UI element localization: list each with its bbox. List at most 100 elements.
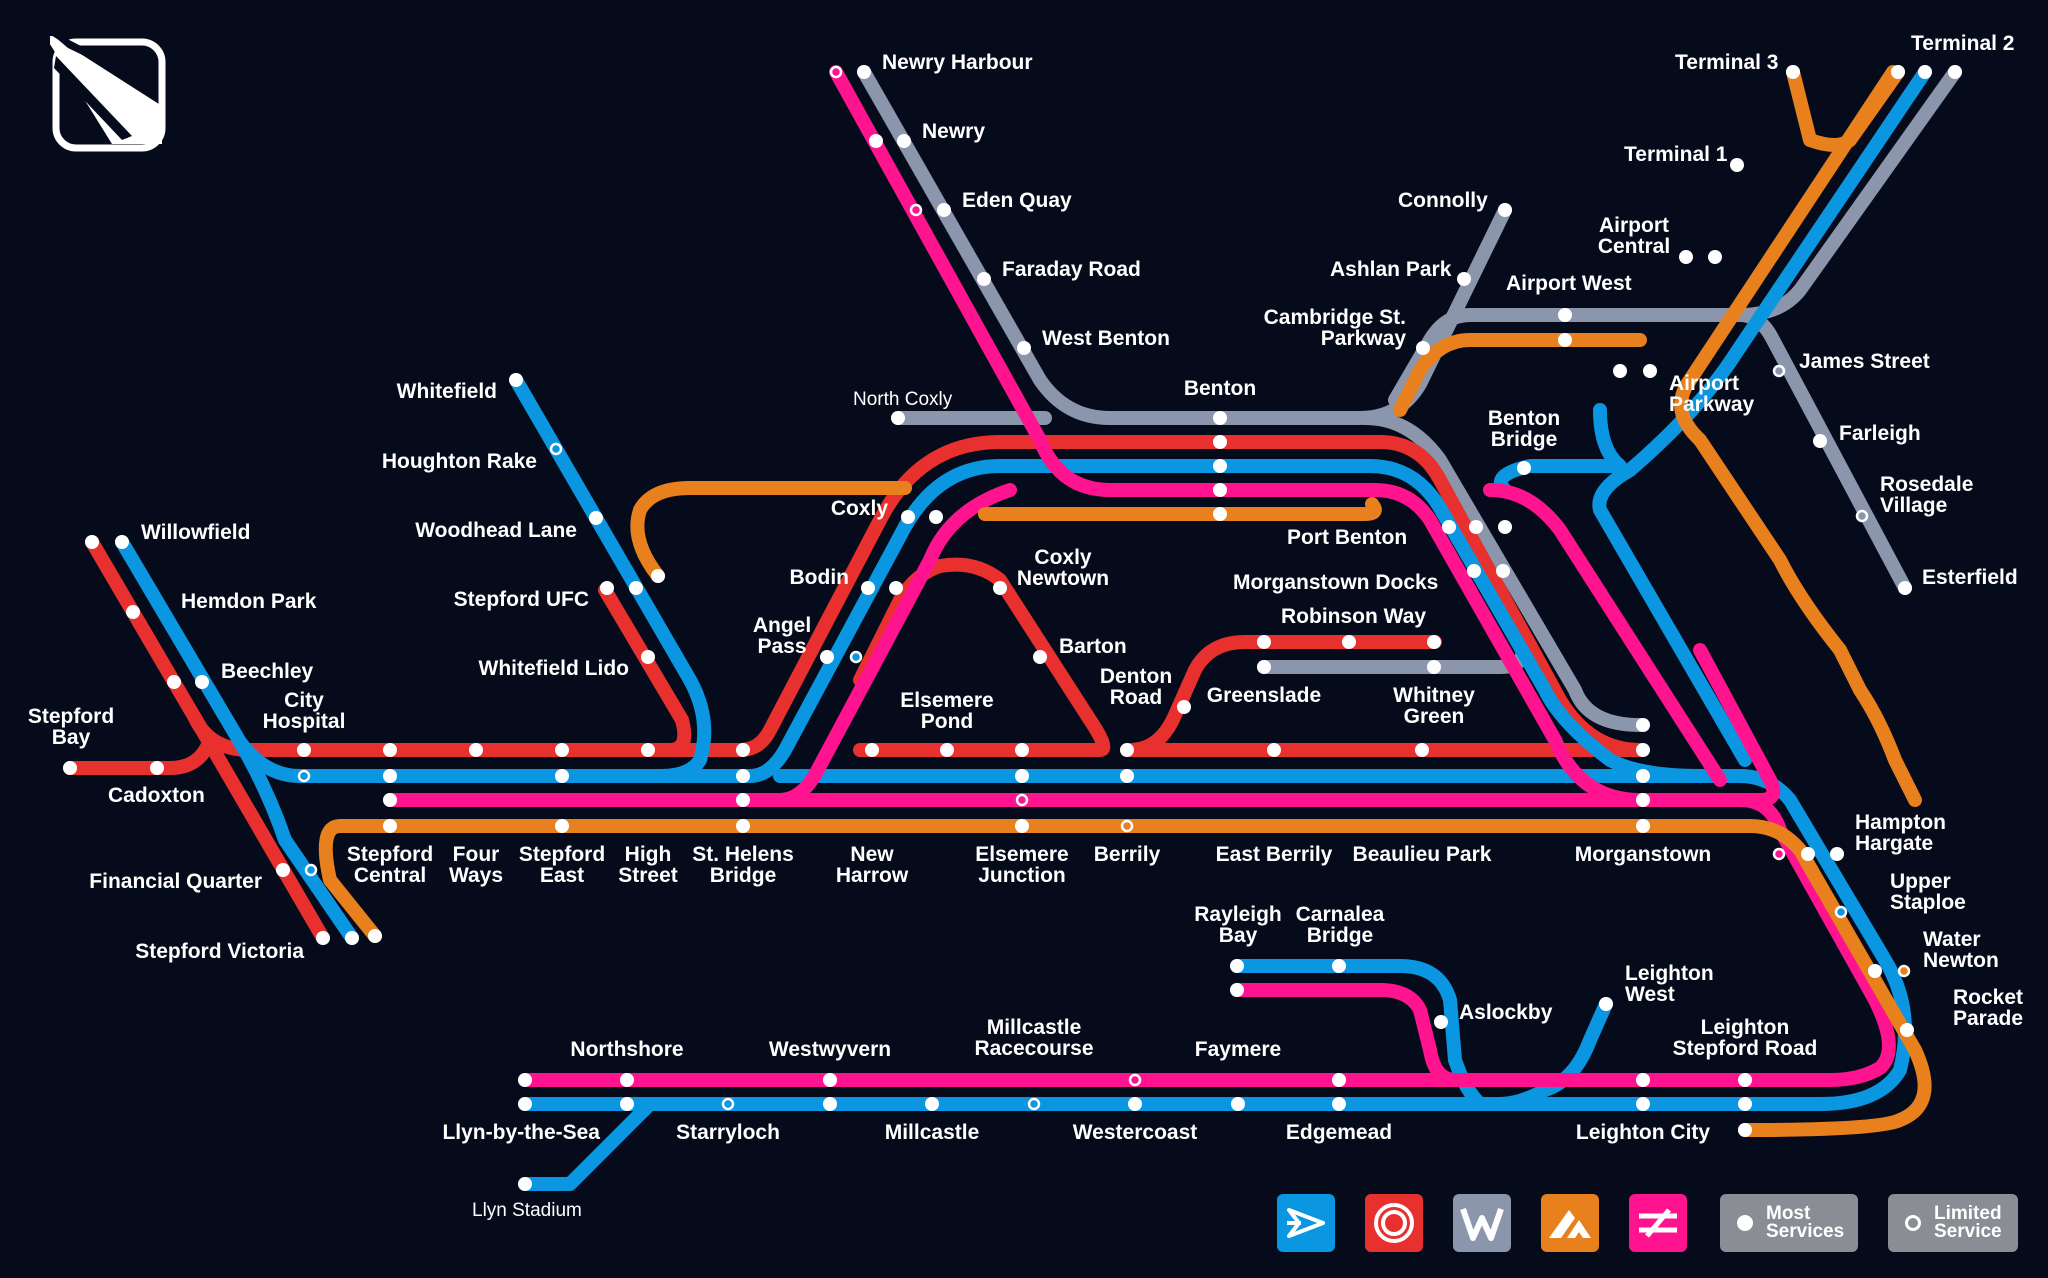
station-label-whitney-green[interactable]: Whitney Green: [1393, 684, 1475, 728]
station-label-newry-harbour[interactable]: Newry Harbour: [882, 51, 1033, 74]
station-label-hemdon-park[interactable]: Hemdon Park: [181, 590, 317, 613]
barton-dot[interactable]: [1033, 650, 1047, 664]
station-label-water-newton[interactable]: Water Newton: [1923, 928, 1999, 972]
llyn-by-the-sea-dot[interactable]: [518, 1097, 532, 1111]
stepford-central-dot-2[interactable]: [383, 769, 397, 783]
station-label-elsemere-junction[interactable]: Elsemere Junction: [975, 843, 1069, 887]
terminal-2c-dot[interactable]: [1891, 65, 1905, 79]
coxly-newtown-dot[interactable]: [993, 581, 1007, 595]
terminal-2b-dot[interactable]: [1948, 65, 1962, 79]
airport-west-orange-dot[interactable]: [1558, 333, 1572, 347]
st-helens-bridge-dot-3[interactable]: [736, 793, 750, 807]
morganstown-docks-dot-1[interactable]: [1467, 564, 1481, 578]
connolly-dot[interactable]: [1498, 203, 1512, 217]
woodhead-lane-dot[interactable]: [589, 511, 603, 525]
station-label-faraday-road[interactable]: Faraday Road: [1002, 258, 1141, 281]
station-label-millcastle[interactable]: Millcastle: [884, 1121, 980, 1144]
station-label-woodhead-lane[interactable]: Woodhead Lane: [415, 519, 577, 542]
station-label-faymere[interactable]: Faymere: [1194, 1038, 1282, 1061]
willowfield-blue-dot[interactable]: [115, 535, 129, 549]
station-label-rocket-parade[interactable]: Rocket Parade: [1953, 986, 2024, 1030]
stepford-victoria-orange-dot[interactable]: [368, 929, 382, 943]
station-label-berrily[interactable]: Berrily: [1093, 843, 1161, 866]
elsemere-junction-dot-4[interactable]: [1015, 819, 1029, 833]
station-label-cadoxton[interactable]: Cadoxton: [108, 784, 205, 807]
station-label-benton-bridge[interactable]: Benton Bridge: [1487, 407, 1561, 451]
station-label-airport-west[interactable]: Airport West: [1506, 272, 1632, 295]
ashlan-park-dot[interactable]: [1457, 272, 1471, 286]
stepford-ufc-blue-dot[interactable]: [629, 581, 643, 595]
station-label-ashlan-park[interactable]: Ashlan Park: [1330, 258, 1452, 281]
water-newton-orange-dot[interactable]: [1897, 964, 1911, 978]
port-benton-dot-2[interactable]: [1469, 520, 1483, 534]
station-label-east-berrily[interactable]: East Berrily: [1215, 843, 1333, 866]
edgemead-dot-2[interactable]: [1332, 1097, 1346, 1111]
elsemere-pond-dot[interactable]: [940, 743, 954, 757]
station-label-st-helens-bridge[interactable]: St. Helens Bridge: [692, 843, 794, 887]
denton-road-dot[interactable]: [1177, 700, 1191, 714]
westwyvern-dot[interactable]: [823, 1073, 837, 1087]
willowfield-dot[interactable]: [85, 535, 99, 549]
beechley-dot[interactable]: [167, 675, 181, 689]
station-label-four-ways[interactable]: Four Ways: [448, 843, 504, 887]
station-label-leighton-stepford-road[interactable]: Leighton Stepford Road: [1672, 1016, 1818, 1060]
station-label-willowfield[interactable]: Willowfield: [141, 521, 251, 544]
station-label-houghton-rake[interactable]: Houghton Rake: [381, 450, 537, 473]
station-label-angel-pass[interactable]: Angel Pass: [752, 614, 812, 658]
hampton-hargate-dot-3[interactable]: [1830, 847, 1844, 861]
benton-bridge-dot[interactable]: [1517, 461, 1531, 475]
station-label-stepford-bay[interactable]: Stepford Bay: [27, 705, 115, 749]
farleigh-dot[interactable]: [1813, 434, 1827, 448]
station-label-starryloch[interactable]: Starryloch: [676, 1121, 780, 1144]
station-label-rosedale-village[interactable]: Rosedale Village: [1880, 473, 1974, 517]
eden-quay-pink-dot[interactable]: [909, 203, 923, 217]
west-benton-dot[interactable]: [1017, 341, 1031, 355]
cadoxton-dot[interactable]: [150, 761, 164, 775]
new-harrow-dot[interactable]: [865, 743, 879, 757]
station-label-millcastle-racecourse[interactable]: Millcastle Racecourse: [974, 1016, 1094, 1060]
station-label-rayleigh-bay[interactable]: Rayleigh Bay: [1194, 903, 1282, 947]
st-helens-bridge-dot-1[interactable]: [736, 743, 750, 757]
airport-west-dot[interactable]: [1558, 308, 1572, 322]
whitney-green-dot[interactable]: [1427, 660, 1441, 674]
high-street-dot[interactable]: [641, 743, 655, 757]
station-label-aslockby[interactable]: Aslockby: [1459, 1001, 1553, 1024]
station-label-whitefield-lido[interactable]: Whitefield Lido: [478, 657, 629, 680]
stepford-east-dot-2[interactable]: [555, 769, 569, 783]
robinson-way-dot-3[interactable]: [1427, 635, 1441, 649]
station-label-stepford-victoria[interactable]: Stepford Victoria: [135, 940, 304, 963]
stepford-east-dot-1[interactable]: [555, 743, 569, 757]
morganstown-docks-dot-2[interactable]: [1496, 564, 1510, 578]
morganstown-dot-3[interactable]: [1636, 769, 1650, 783]
elsemere-junction-dot-3[interactable]: [1015, 793, 1029, 807]
station-label-terminal-2[interactable]: Terminal 2: [1911, 32, 2015, 55]
morganstown-dot-5[interactable]: [1636, 819, 1650, 833]
rayleigh-bay-dot[interactable]: [1230, 959, 1244, 973]
financial-quarter-blue-dot[interactable]: [304, 863, 318, 877]
llyn-stadium-dot[interactable]: [518, 1177, 532, 1191]
westercoast-dot[interactable]: [1027, 1097, 1041, 1111]
newry-harbour-pink-dot[interactable]: [829, 65, 843, 79]
terminal-3-dot[interactable]: [1786, 65, 1800, 79]
station-label-new-harrow[interactable]: New Harrow: [835, 843, 909, 887]
station-label-coxly[interactable]: Coxly: [830, 497, 888, 520]
city-hospital-dot[interactable]: [297, 743, 311, 757]
airport-parkway-dot[interactable]: [1613, 364, 1627, 378]
station-label-coxly-newtown[interactable]: Coxly Newtown: [1016, 546, 1110, 590]
newry-dot[interactable]: [897, 134, 911, 148]
beechley-blue-dot[interactable]: [195, 675, 209, 689]
greenslade-dot[interactable]: [1257, 660, 1271, 674]
bodin-blue-dot[interactable]: [889, 581, 903, 595]
hemdon-park-dot[interactable]: [126, 605, 140, 619]
stepford-east-dot-3[interactable]: [555, 819, 569, 833]
coxly-dot[interactable]: [901, 510, 915, 524]
station-label-airport-central[interactable]: Airport Central: [1597, 214, 1671, 258]
station-label-james-street[interactable]: James Street: [1799, 350, 1930, 373]
airport-central-dot[interactable]: [1679, 250, 1693, 264]
millcastle-racecourse-dot[interactable]: [1128, 1073, 1142, 1087]
woodhead-lane-orange-dot[interactable]: [651, 569, 665, 583]
hampton-hargate-dot-2[interactable]: [1801, 847, 1815, 861]
station-label-esterfield[interactable]: Esterfield: [1922, 566, 2018, 589]
berrily-dot-1[interactable]: [1120, 743, 1134, 757]
station-label-terminal-3[interactable]: Terminal 3: [1675, 51, 1779, 74]
